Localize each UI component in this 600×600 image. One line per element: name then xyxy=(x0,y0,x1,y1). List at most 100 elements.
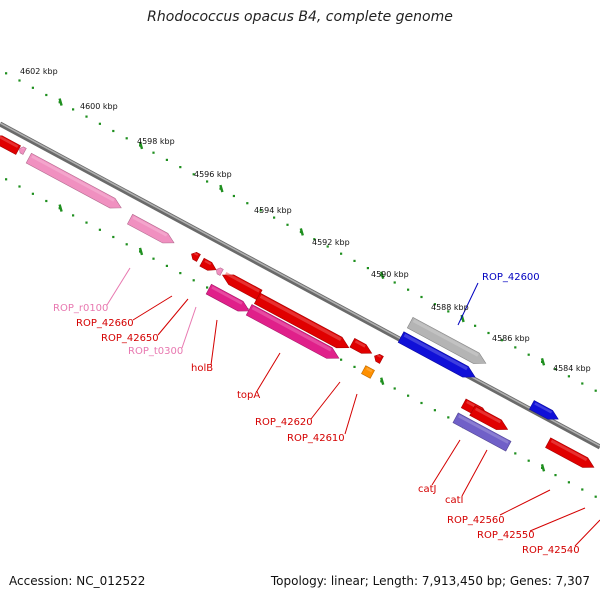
scale-dot xyxy=(179,272,182,275)
leader-line xyxy=(499,489,551,516)
gene-body xyxy=(349,337,373,354)
scale-dot xyxy=(447,310,450,313)
gene-labels: ROP_42600ROP_r0100ROP_42660ROP_42650ROP_… xyxy=(53,272,580,556)
gene-feature xyxy=(19,146,27,155)
scale-tick xyxy=(219,184,224,193)
gene-highlight xyxy=(218,268,222,271)
scale-dot xyxy=(125,137,128,140)
scale-tick xyxy=(58,98,63,106)
scale-label: 4586 kbp xyxy=(492,334,530,343)
gene-feature xyxy=(25,152,122,209)
scale-dot xyxy=(125,243,128,246)
scale-dot xyxy=(353,259,356,262)
scale-dot xyxy=(192,279,195,282)
gene-feature xyxy=(253,292,350,349)
scale-dot xyxy=(5,72,8,75)
gene-highlight xyxy=(204,260,212,266)
gene-highlight xyxy=(354,340,366,348)
scale-dot xyxy=(581,382,584,385)
leader-line xyxy=(132,295,173,321)
leader-line xyxy=(210,319,218,366)
gene-label: ROP_42540 xyxy=(522,545,580,556)
scale-label: 4588 kbp xyxy=(431,303,469,312)
gene-highlight xyxy=(193,252,199,256)
leader-line xyxy=(256,352,281,392)
gene-feature xyxy=(199,257,217,271)
scale-dot xyxy=(98,122,101,125)
gene-feature xyxy=(361,365,375,379)
scale-dot xyxy=(45,199,48,203)
gene-highlight xyxy=(376,354,382,358)
scale-dot xyxy=(98,228,101,231)
gene-body xyxy=(199,257,217,271)
gene-label: ROP_42660 xyxy=(76,318,134,329)
scale-tick xyxy=(58,204,63,212)
scale-dot xyxy=(72,214,75,217)
scale-dot xyxy=(594,495,597,498)
scale-dot xyxy=(420,401,423,405)
scale-dot xyxy=(567,481,570,484)
gene-feature xyxy=(245,304,340,359)
scale-tick xyxy=(138,141,144,150)
gene-highlight xyxy=(403,333,468,371)
scale-dot xyxy=(192,173,195,176)
scale-dot xyxy=(500,339,503,342)
scale-label: 4594 kbp xyxy=(254,206,292,215)
genome-summary-label: Topology: linear; Length: 7,913,450 bp; … xyxy=(270,574,590,588)
scale-label: 4602 kbp xyxy=(20,67,58,76)
gene-highlight xyxy=(0,133,19,148)
scale-tick xyxy=(540,463,546,472)
gene-body xyxy=(216,267,224,276)
gene-feature xyxy=(191,251,201,262)
leader-line xyxy=(457,282,479,326)
leader-line xyxy=(157,298,189,336)
gene-label: ROP_42610 xyxy=(287,433,345,444)
leader-line xyxy=(431,439,461,486)
scale-dot xyxy=(340,252,343,255)
gene-feature xyxy=(205,283,250,312)
scale-dot xyxy=(273,216,276,219)
leader-line xyxy=(181,306,197,349)
scale-dot xyxy=(514,452,517,455)
scale-dot xyxy=(18,79,21,82)
scale-label: 4590 kbp xyxy=(371,270,409,279)
scale-dot xyxy=(286,223,289,226)
gene-feature xyxy=(545,437,595,468)
gene-label: catI xyxy=(445,495,464,506)
scale-dot xyxy=(487,331,490,335)
scale-dot xyxy=(112,235,115,239)
scale-label: 4598 kbp xyxy=(137,137,175,146)
gene-feature xyxy=(406,316,487,364)
scale-dot xyxy=(313,238,316,241)
scale-dot xyxy=(206,286,209,289)
scale-dot xyxy=(393,387,396,390)
scale-label: 4592 kbp xyxy=(312,238,350,247)
scale-dot xyxy=(366,267,369,270)
gene-feature xyxy=(374,353,384,364)
leader-line xyxy=(106,267,131,306)
scale-dot xyxy=(259,209,262,212)
scale-dot xyxy=(5,178,8,181)
scale-tracks xyxy=(5,72,597,498)
gene-feature xyxy=(126,213,175,244)
gene-label: ROP_42550 xyxy=(477,530,535,541)
gene-features xyxy=(0,133,595,468)
gene-feature xyxy=(0,133,21,155)
scale-dot xyxy=(206,180,209,183)
leader-line xyxy=(574,519,600,547)
gene-body xyxy=(361,365,375,379)
scale-dot xyxy=(165,158,168,161)
gene-label: holB xyxy=(191,363,213,374)
gene-label: ROP_42600 xyxy=(482,272,540,283)
gene-body xyxy=(19,146,27,155)
accession-label: Accession: NC_012522 xyxy=(9,574,146,588)
gene-highlight xyxy=(412,319,479,357)
scale-label: 4584 kbp xyxy=(553,364,591,373)
gene-body xyxy=(374,353,384,364)
gene-highlight xyxy=(211,286,243,305)
scale-dot xyxy=(353,365,356,368)
scale-dot xyxy=(514,346,517,349)
gene-feature xyxy=(397,331,476,378)
gene-highlight xyxy=(458,414,509,444)
